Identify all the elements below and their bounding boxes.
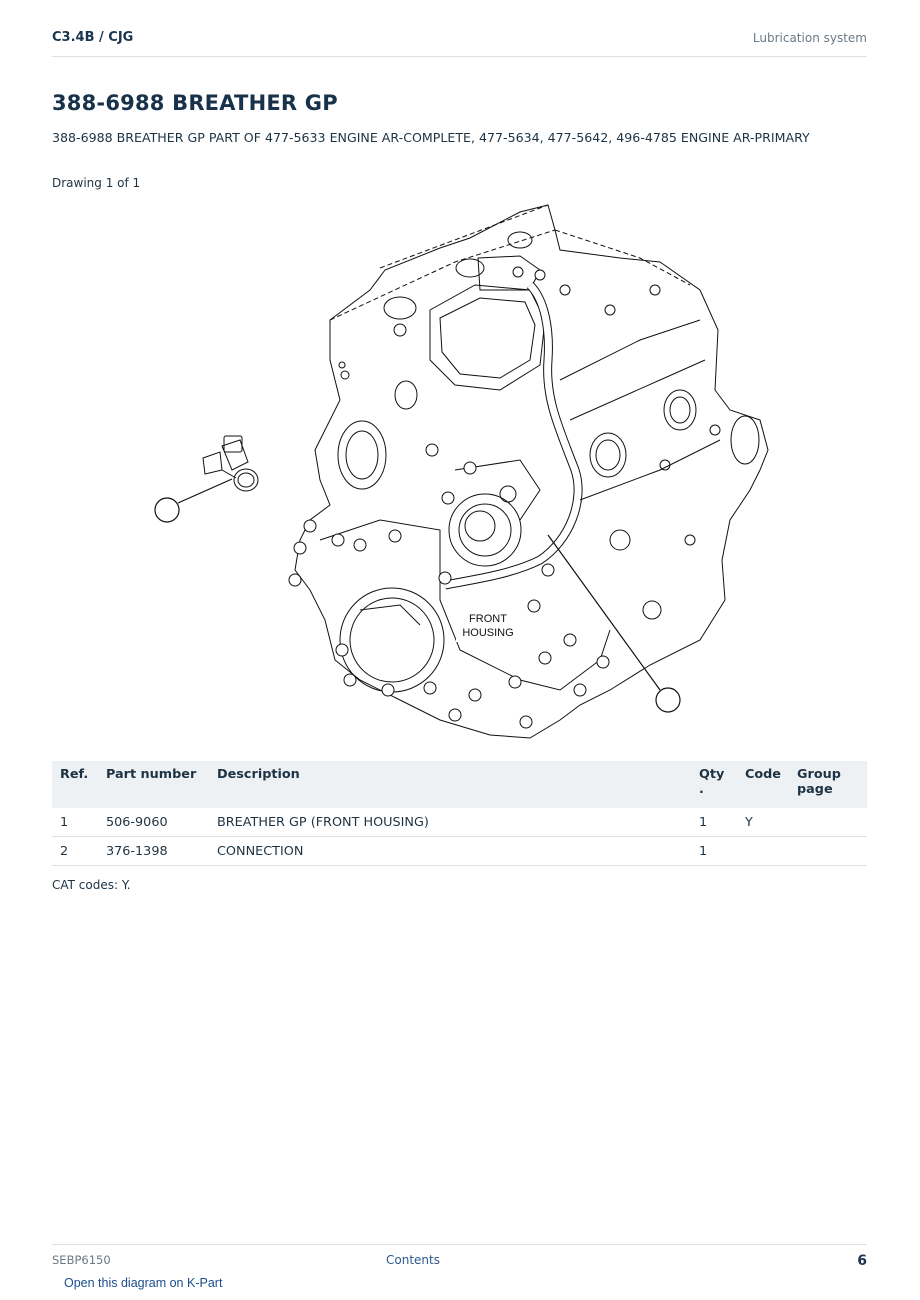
col-ref: Ref. bbox=[52, 761, 98, 808]
table-row: 2 376-1398 CONNECTION 1 bbox=[52, 836, 867, 866]
cell-qty: 1 bbox=[690, 836, 737, 866]
col-code: Code bbox=[736, 761, 789, 808]
front-housing-label-1: FRONT bbox=[469, 613, 507, 625]
cell-part-number[interactable]: 376-1398 bbox=[98, 836, 209, 866]
callout-ref-2 bbox=[154, 497, 180, 523]
cell-group-page bbox=[789, 836, 867, 866]
parts-table: Ref. Part number Description Qty . Code … bbox=[52, 761, 867, 866]
cell-part-number[interactable]: 506-9060 bbox=[98, 808, 209, 837]
cell-ref: 1 bbox=[52, 808, 98, 837]
cell-code bbox=[736, 836, 789, 866]
page-footer: SEBP6150 Contents 6 bbox=[52, 1244, 867, 1275]
document-id: SEBP6150 bbox=[52, 1253, 111, 1267]
page-number: 6 bbox=[857, 1253, 867, 1269]
section-name: Lubrication system bbox=[752, 31, 867, 45]
cell-qty: 1 bbox=[690, 808, 737, 837]
page-title: 388-6988 BREATHER GP bbox=[52, 91, 338, 115]
col-group-page: Group page bbox=[789, 761, 867, 808]
cell-group-page bbox=[789, 808, 867, 837]
page-subtitle: 388-6988 BREATHER GP PART OF 477-5633 EN… bbox=[52, 130, 810, 145]
page-header: C3.4B / CJG Lubrication system bbox=[52, 28, 867, 57]
col-description: Description bbox=[209, 761, 691, 808]
table-row: 1 506-9060 BREATHER GP (FRONT HOUSING) 1… bbox=[52, 808, 867, 837]
cell-description: BREATHER GP (FRONT HOUSING) bbox=[209, 808, 691, 837]
drawing-label: Drawing 1 of 1 bbox=[52, 176, 141, 190]
open-kpart-link[interactable]: Open this diagram on K-Part bbox=[64, 1276, 223, 1290]
front-housing-label-2: HOUSING bbox=[462, 627, 513, 639]
contents-link[interactable]: Contents bbox=[386, 1253, 440, 1267]
cell-description: CONNECTION bbox=[209, 836, 691, 866]
cat-codes-note: CAT codes: Y. bbox=[52, 878, 131, 892]
table-header-row: Ref. Part number Description Qty . Code … bbox=[52, 761, 867, 808]
callout-ref-1 bbox=[655, 687, 681, 713]
engine-breather-diagram: FRONT HOUSING bbox=[154, 204, 769, 739]
cell-code: Y bbox=[736, 808, 789, 837]
breadcrumb[interactable]: C3.4B / CJG bbox=[52, 30, 134, 45]
cell-ref: 2 bbox=[52, 836, 98, 866]
col-qty: Qty . bbox=[690, 761, 737, 808]
col-part-number: Part number bbox=[98, 761, 209, 808]
